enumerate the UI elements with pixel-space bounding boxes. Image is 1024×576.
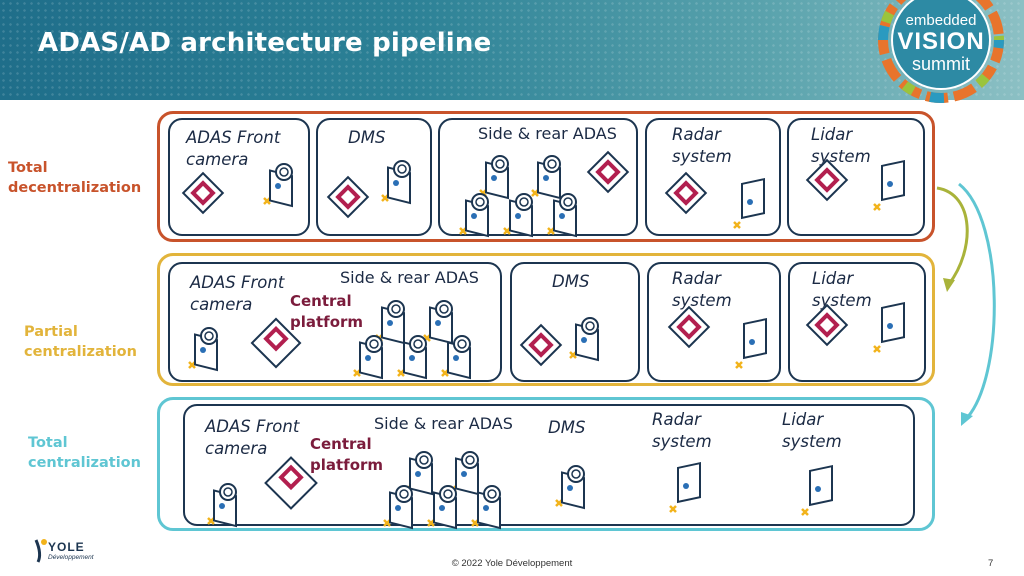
footer-copyright: © 2022 Yole Développement: [451, 558, 573, 569]
row-frame-total-centralization: [157, 397, 935, 531]
label-dms-r2: DMS: [552, 272, 590, 291]
label-side-rear-adas-r2: Side & rear ADAS: [340, 268, 479, 287]
yole-logo: YOLE Développement: [32, 536, 112, 566]
page-number: 7: [988, 558, 994, 569]
embedded-vision-summit-logo: embedded VISION summit: [876, 0, 1006, 110]
box-dms-r1: [316, 118, 432, 236]
header-banner: [0, 0, 1024, 100]
yole-mark-icon: [34, 539, 47, 563]
box-dms-r2: [510, 262, 640, 382]
transition-arrows-icon: [936, 182, 996, 426]
yole-logo-text: YOLE: [48, 540, 85, 554]
row-frame-total-decentralization: [157, 111, 935, 242]
label-dms-r3: DMS: [548, 418, 586, 437]
row-frame-partial-centralization: [157, 253, 935, 386]
logo-text-summit: summit: [912, 54, 970, 74]
header-dot-pattern: [0, 0, 1024, 100]
label-side-rear-adas-r1: Side & rear ADAS: [478, 124, 617, 143]
logo-text-embedded: embedded: [905, 12, 977, 29]
page-title: ADAS/AD architecture pipeline: [38, 28, 492, 58]
box-all-centralized-r3: [183, 404, 915, 526]
logo-text-vision: VISION: [897, 28, 985, 55]
label-side-rear-adas-r3: Side & rear ADAS: [374, 414, 513, 433]
label-dms-r1: DMS: [348, 128, 386, 147]
yole-logo-subtext: Développement: [48, 554, 94, 561]
logo-ring-icon: [878, 0, 1004, 103]
